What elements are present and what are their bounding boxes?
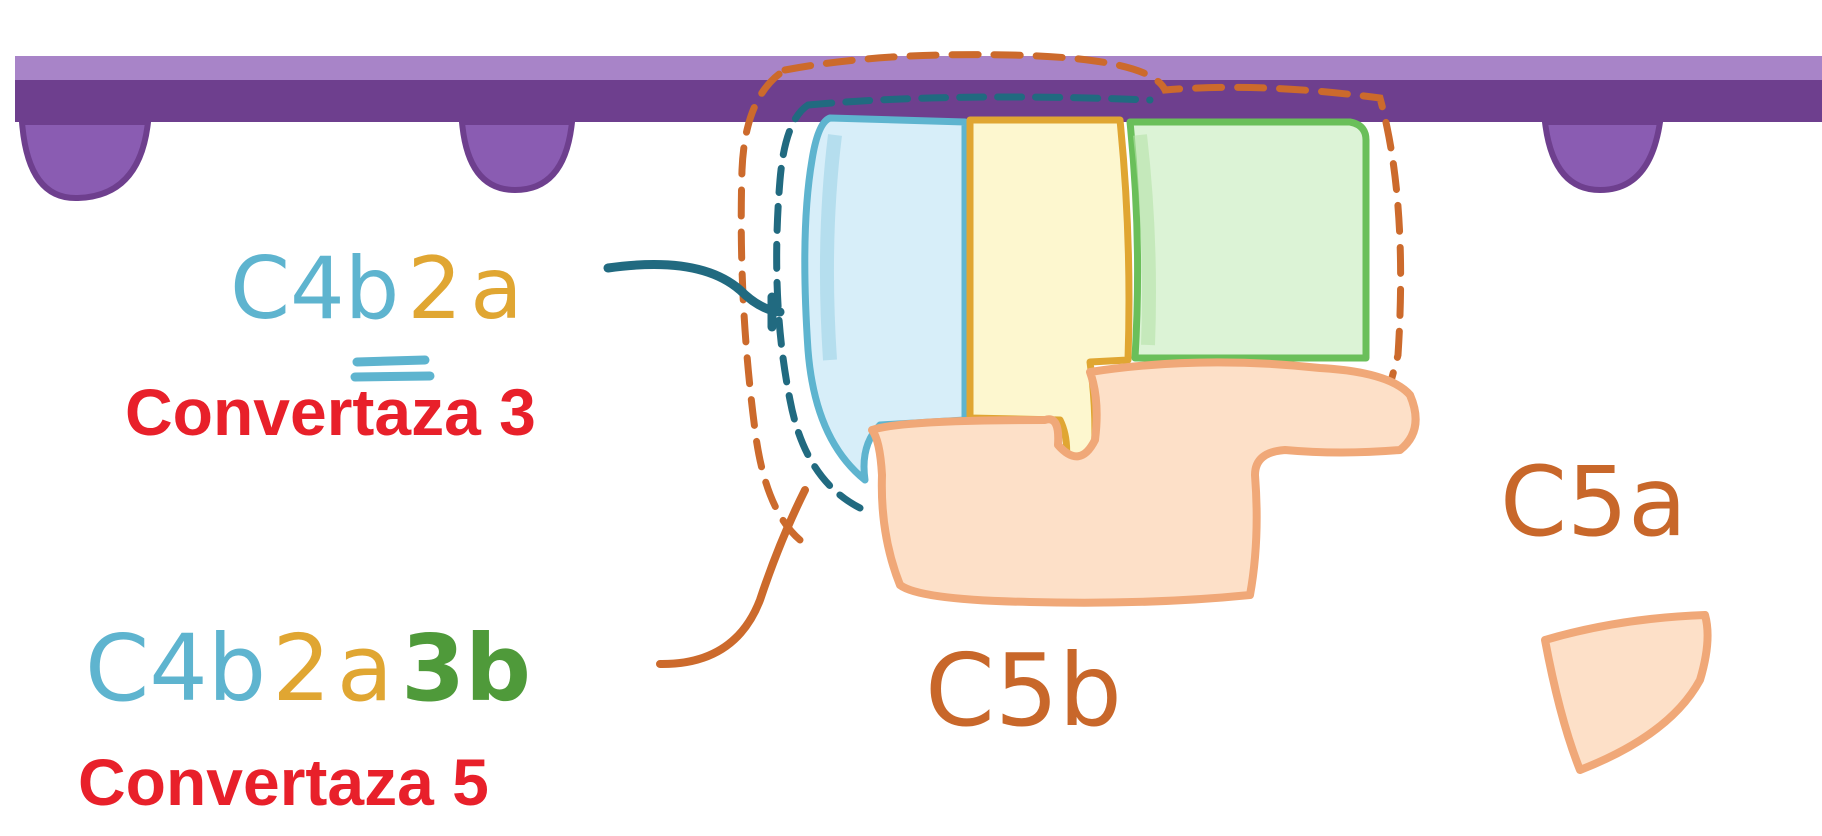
label-c5a: C5a (1500, 446, 1687, 558)
convertase5-pointer (660, 490, 805, 664)
c4b2a-part-a: a (470, 239, 523, 339)
c4b2a-part-2: 2 (407, 239, 462, 339)
c4b2a3b-part-a: a (337, 615, 393, 722)
c4b2a3b-part-c4: C4 (85, 615, 208, 722)
c4b2a-part-b: b (345, 239, 400, 339)
label-convertase3: Convertaza 3 (125, 375, 536, 449)
membrane-bump-1 (22, 122, 148, 198)
label-convertase5: Convertaza 5 (78, 745, 489, 819)
c4b-shade (827, 135, 835, 360)
c4b2a3b-part-2: 2 (272, 615, 331, 722)
c4b2a3b-part-b: b (208, 615, 266, 722)
label-c4b2a: C4b2a (230, 239, 523, 339)
c4b2a3b-part-b2: b (465, 615, 531, 722)
c3b-blob (1130, 122, 1366, 358)
c4b2a3b-part-3: 3 (401, 615, 465, 722)
c5a-blob (1545, 615, 1708, 770)
membrane-bump-2 (462, 122, 572, 190)
label-c4b2a3b: C4b2a3b (85, 615, 531, 722)
convertase3-pointer (608, 264, 780, 312)
label-c5b: C5b (925, 632, 1122, 749)
c4b2a-part-c4: C4 (230, 239, 345, 339)
membrane-bump-3 (1545, 122, 1660, 190)
